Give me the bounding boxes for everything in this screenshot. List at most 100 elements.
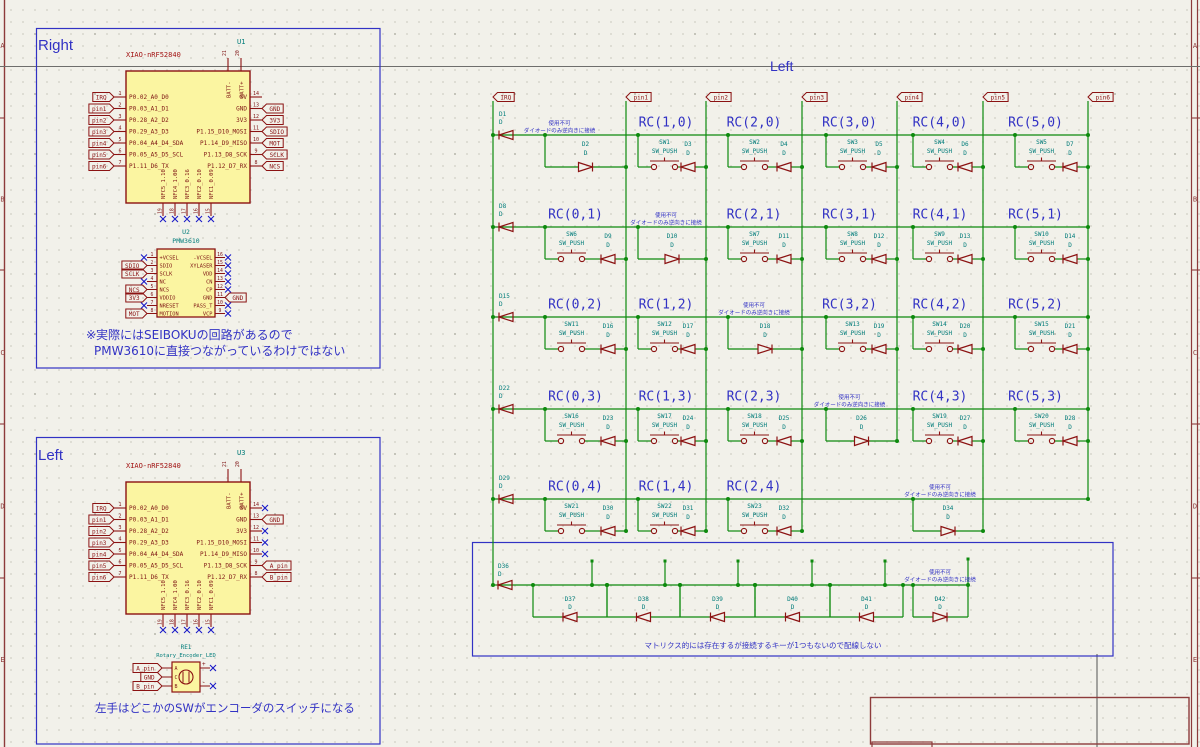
- global-label-MOT[interactable]: MOT: [125, 308, 148, 319]
- global-label-GND[interactable]: GND: [261, 103, 284, 114]
- global-label-matrix-pin5[interactable]: pin5: [982, 92, 1009, 102]
- global-label-SCLK[interactable]: SCLK: [121, 268, 148, 279]
- global-label-matrix-pin1[interactable]: pin1: [625, 92, 652, 102]
- svg-text:10: 10: [217, 300, 223, 306]
- svg-text:A_pin: A_pin: [136, 665, 154, 672]
- global-label-pin5[interactable]: pin5: [88, 149, 115, 160]
- global-label-3V3[interactable]: 3V3: [261, 115, 284, 125]
- svg-text:pin1: pin1: [92, 517, 107, 524]
- global-label-A_pin[interactable]: A_pin: [132, 663, 163, 673]
- global-label-A_pin[interactable]: A_pin: [261, 560, 292, 571]
- global-label-MOT[interactable]: MOT: [261, 138, 284, 148]
- global-label-B_pin[interactable]: B_pin: [261, 572, 292, 582]
- global-label-matrix-pin4[interactable]: pin4: [896, 92, 923, 102]
- diode-D2[interactable]: D2D: [577, 141, 595, 173]
- svg-text:D: D: [498, 571, 502, 578]
- svg-text:ダイオードのみ逆向きに接続: ダイオードのみ逆向きに接続: [630, 219, 702, 227]
- global-label-matrix-pin3[interactable]: pin3: [801, 92, 828, 102]
- global-label-NCS[interactable]: NCS: [261, 161, 284, 171]
- diode-D8[interactable]: D8D: [497, 203, 514, 233]
- global-label-GND[interactable]: GND: [261, 514, 284, 525]
- global-label-pin2[interactable]: pin2: [88, 526, 115, 536]
- svg-text:SW7: SW7: [749, 231, 760, 238]
- svg-text:D29: D29: [499, 475, 510, 482]
- global-label-pin6[interactable]: pin6: [88, 572, 115, 582]
- svg-text:D12: D12: [874, 233, 885, 240]
- svg-text:20: 20: [235, 50, 241, 56]
- global-label-matrix-pin2[interactable]: pin2: [705, 92, 732, 102]
- diode-D1[interactable]: D1D: [497, 111, 514, 141]
- global-label-IRQ[interactable]: IRQ: [92, 503, 115, 513]
- svg-text:D: D: [877, 242, 881, 249]
- svg-text:pin5: pin5: [92, 152, 107, 159]
- global-label-pin6[interactable]: pin6: [88, 161, 115, 171]
- global-label-IRQ[interactable]: IRQ: [92, 92, 115, 102]
- global-label-pin3[interactable]: pin3: [88, 537, 115, 548]
- svg-text:NFC4_1.00: NFC4_1.00: [173, 169, 179, 199]
- global-label-pin5[interactable]: pin5: [88, 560, 115, 571]
- svg-text:D18: D18: [760, 323, 771, 330]
- global-label-pin4[interactable]: pin4: [88, 138, 115, 148]
- global-label-pin1[interactable]: pin1: [88, 514, 115, 525]
- global-label-matrix-pin6[interactable]: pin6: [1087, 92, 1114, 102]
- global-label-B_pin[interactable]: B_pin: [132, 681, 163, 691]
- global-label-pin2[interactable]: pin2: [88, 115, 115, 125]
- global-label-pin4[interactable]: pin4: [88, 549, 115, 559]
- svg-text:SW12: SW12: [657, 321, 672, 328]
- global-label-matrix-IRQ[interactable]: IRQ: [492, 92, 515, 102]
- svg-text:8: 8: [151, 308, 154, 314]
- left-section-box: [35, 436, 381, 745]
- global-label-pin3[interactable]: pin3: [88, 126, 115, 137]
- svg-text:P1.11_D6_TX: P1.11_D6_TX: [129, 163, 169, 170]
- svg-text:GND: GND: [144, 674, 155, 681]
- global-label-SCLK[interactable]: SCLK: [261, 149, 288, 160]
- global-label-3V3[interactable]: 3V3: [125, 292, 148, 303]
- global-label-GND[interactable]: GND: [140, 672, 163, 682]
- global-label-GND[interactable]: GND: [224, 292, 247, 303]
- global-label-pin1[interactable]: pin1: [88, 103, 115, 114]
- global-label-SDIO[interactable]: SDIO: [261, 126, 288, 137]
